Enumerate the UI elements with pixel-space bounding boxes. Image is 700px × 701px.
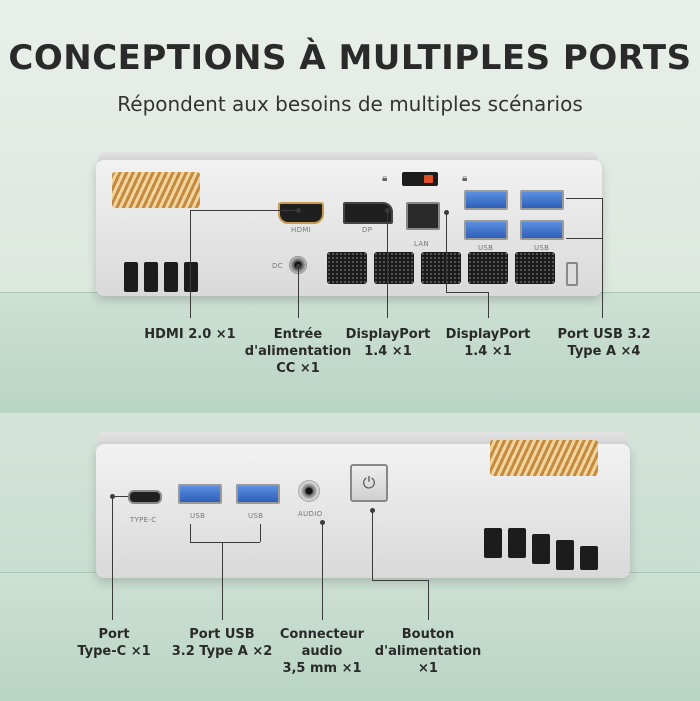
front-usb-bracket-h bbox=[190, 542, 260, 543]
hdmi-callout-dot bbox=[296, 208, 301, 213]
front-side-vent-1 bbox=[484, 528, 502, 558]
dp-port-tag: DP bbox=[362, 226, 373, 234]
page-title: CONCEPTIONS À MULTIPLES PORTS bbox=[8, 38, 692, 78]
front-side-vent-3 bbox=[532, 534, 550, 564]
front-usb-port-1 bbox=[178, 484, 222, 504]
rear-vent-mesh-5 bbox=[515, 252, 555, 284]
hdmi-callout-line-h bbox=[190, 210, 298, 211]
front-usb-bracket-v1 bbox=[190, 524, 191, 542]
typec-callout-line-h bbox=[112, 496, 128, 497]
audio-jack bbox=[298, 480, 320, 502]
lan-port bbox=[406, 202, 440, 230]
front-gold-vent bbox=[490, 440, 598, 476]
dc-callout-line bbox=[298, 266, 299, 318]
callout-dc-input: Entrée d'alimentation CC ×1 bbox=[244, 327, 352, 376]
power-callout-line-v2 bbox=[428, 580, 429, 620]
dp2-callout-line-h bbox=[446, 292, 488, 293]
front-side-vent-5 bbox=[580, 546, 598, 570]
power-button: ⏻ bbox=[350, 464, 388, 502]
audio-callout-line bbox=[322, 522, 323, 620]
power-callout-line-h bbox=[372, 580, 428, 581]
audio-port-tag: AUDIO bbox=[298, 510, 323, 518]
power-icon: ⏻ bbox=[362, 473, 376, 492]
callout-audio: Connecteur audio 3,5 mm ×1 bbox=[279, 627, 365, 676]
front-side-vent-4 bbox=[556, 540, 574, 570]
hdmi-callout-line-v bbox=[190, 210, 191, 318]
dp2-callout-line-v2 bbox=[488, 292, 489, 318]
callout-hdmi: HDMI 2.0 ×1 bbox=[144, 327, 236, 342]
typec-port-tag: TYPE-C bbox=[130, 516, 157, 524]
lan-port-tag: LAN bbox=[414, 240, 429, 248]
front-usb-callout-line bbox=[222, 542, 223, 620]
typec-callout-line-v bbox=[112, 496, 113, 620]
dc-port-tag: DC bbox=[272, 262, 283, 270]
callout-displayport-1: DisplayPort 1.4 ×1 bbox=[345, 327, 431, 359]
rear-side-vent-1 bbox=[124, 262, 138, 292]
rear-shelf bbox=[0, 292, 700, 413]
usb-bracket-h-bottom bbox=[566, 238, 602, 239]
displayport-port bbox=[343, 202, 393, 224]
callout-usb-rear: Port USB 3.2 Type A ×4 bbox=[557, 327, 651, 359]
lock-icon: 🔒︎ bbox=[462, 173, 468, 184]
front-side-vent-2 bbox=[508, 528, 526, 558]
usb-port-1 bbox=[464, 190, 508, 210]
usb-port-tag-a: USB bbox=[478, 244, 494, 252]
usb-bracket-h-top bbox=[566, 198, 602, 199]
front-usb-port-tag-b: USB bbox=[248, 512, 264, 520]
rear-gold-vent bbox=[112, 172, 200, 208]
rear-switch bbox=[402, 172, 438, 186]
front-usb-port-tag-a: USB bbox=[190, 512, 206, 520]
usb-port-tag-b: USB bbox=[534, 244, 550, 252]
lock-icon: 🔒︎ bbox=[382, 173, 388, 184]
rear-side-vent-4 bbox=[184, 262, 198, 292]
usb-port-4 bbox=[520, 220, 564, 240]
rear-vent-mesh-1 bbox=[327, 252, 367, 284]
usb-port-2 bbox=[464, 220, 508, 240]
rear-vent-mesh-3 bbox=[421, 252, 461, 284]
front-usb-port-2 bbox=[236, 484, 280, 504]
dp2-callout-line-v1 bbox=[446, 212, 447, 292]
callout-power-button: Bouton d'alimentation ×1 bbox=[374, 627, 482, 676]
page-subtitle: Répondent aux besoins de multiples scéna… bbox=[117, 92, 583, 116]
rear-vent-mesh-2 bbox=[374, 252, 414, 284]
dp1-callout-line bbox=[387, 210, 388, 318]
usb-callout-line bbox=[602, 218, 603, 318]
hdmi-port bbox=[278, 202, 324, 224]
rear-side-vent-3 bbox=[164, 262, 178, 292]
rear-side-vent-2 bbox=[144, 262, 158, 292]
hdmi-port-tag: HDMI bbox=[291, 226, 311, 234]
front-shelf bbox=[0, 572, 700, 701]
usb-port-3 bbox=[520, 190, 564, 210]
callout-displayport-2: DisplayPort 1.4 ×1 bbox=[445, 327, 531, 359]
kensington-slot bbox=[566, 262, 578, 286]
callout-usb-front: Port USB 3.2 Type A ×2 bbox=[171, 627, 273, 659]
power-callout-line-v1 bbox=[372, 510, 373, 580]
front-usb-bracket-v2 bbox=[260, 524, 261, 542]
callout-typec: Port Type-C ×1 bbox=[77, 627, 151, 659]
typec-port bbox=[128, 490, 162, 504]
rear-vent-mesh-4 bbox=[468, 252, 508, 284]
